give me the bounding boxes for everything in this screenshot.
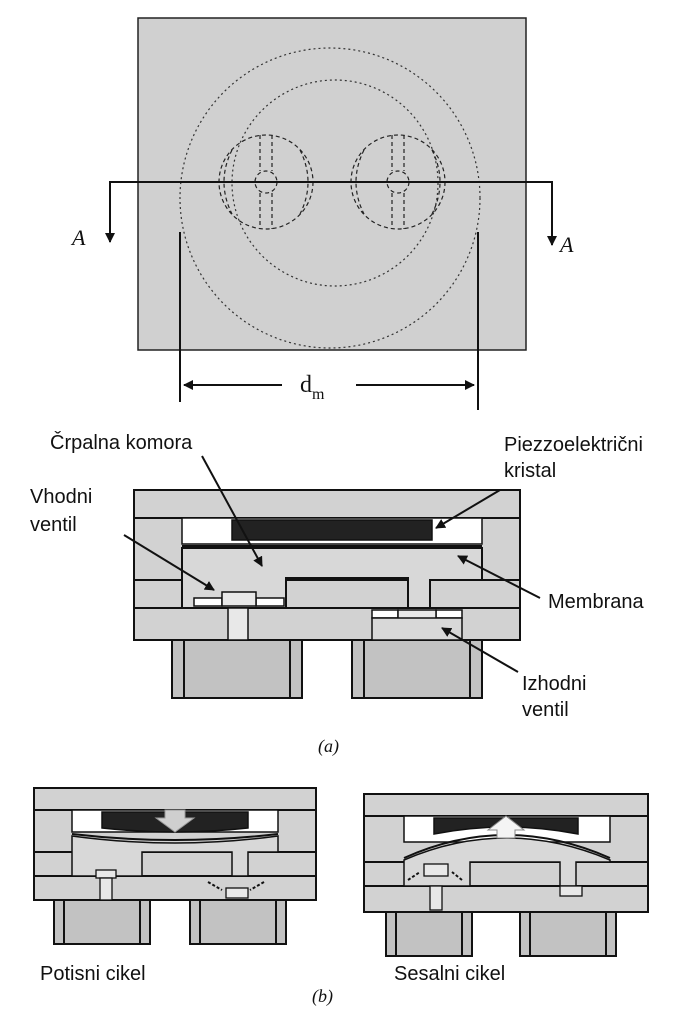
piezo-crystal — [231, 519, 433, 541]
support-left — [171, 639, 303, 699]
support-right — [351, 639, 483, 699]
outlet-valve — [371, 609, 463, 641]
leader-membrane — [457, 555, 541, 599]
label-outlet-2: ventil — [522, 699, 569, 721]
label-piezo-1: Piezzoelektrični — [504, 434, 643, 456]
section-label-left: A — [70, 225, 86, 250]
label-piezo-2: kristal — [504, 460, 556, 482]
leader-pump-chamber — [201, 455, 263, 567]
label-pump-chamber: Črpalna komora — [50, 431, 193, 454]
leader-outlet — [441, 627, 519, 673]
label-suction-cycle: Sesalni cikel — [394, 963, 505, 985]
top-view: A A dm — [70, 17, 574, 410]
section-label-right: A — [558, 232, 574, 257]
label-inlet-2: ventil — [30, 514, 77, 536]
label-push-cycle: Potisni cikel — [40, 963, 146, 985]
caption-b: (b) — [312, 986, 333, 1007]
dimension-label: dm — [300, 372, 325, 403]
suction-cycle: Sesalni cikel — [363, 793, 649, 985]
cross-section: Črpalna komora Piezzoelektrični kristal … — [30, 431, 644, 757]
caption-a: (a) — [318, 736, 339, 757]
label-outlet-1: Izhodni — [522, 673, 587, 695]
label-inlet-1: Vhodni — [30, 486, 92, 508]
leader-piezo — [435, 489, 501, 529]
outer-dotted-circle — [179, 47, 481, 349]
push-cycle: Potisni cikel — [33, 787, 317, 985]
inlet-valve — [193, 591, 285, 641]
top-view-plate — [137, 17, 527, 351]
leader-inlet — [123, 534, 215, 591]
label-membrane: Membrana — [548, 591, 644, 613]
